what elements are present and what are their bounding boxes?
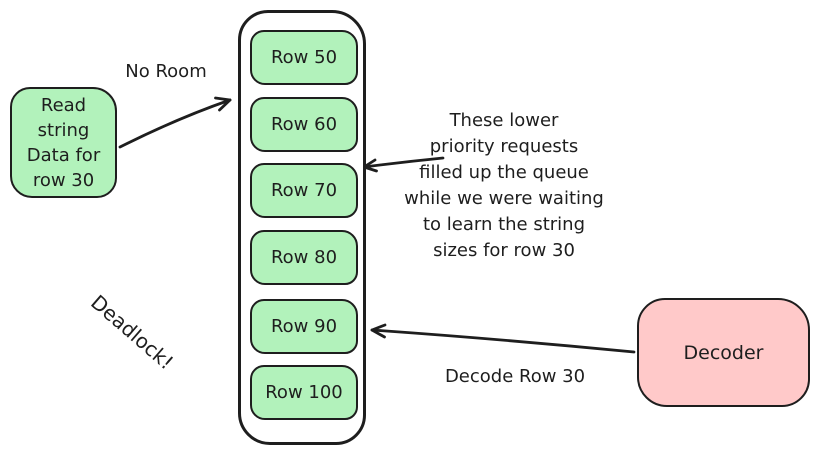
queue-row-60: Row 60 (250, 97, 358, 152)
request-box-line: Read (40, 94, 87, 116)
annotation-line: to learn the string (422, 214, 586, 235)
request-box-line: Data for (26, 144, 101, 166)
queue-row-90: Row 90 (250, 299, 358, 354)
queue-row-50: Row 50 (250, 30, 358, 85)
decode-row-label: Decode Row 30 (444, 366, 586, 387)
request-box-line: string (37, 119, 90, 141)
read-string-request-box: Read string Data for row 30 (10, 87, 117, 198)
annotation-line: sizes for row 30 (433, 240, 575, 261)
annotation-line: These lower (449, 110, 559, 131)
queue-container: Row 50 Row 60 Row 70 Row 80 Row 90 Row 1… (238, 10, 366, 445)
no-room-arrow (118, 96, 232, 149)
decode-arrow (370, 323, 636, 354)
annotation-line: while we were waiting (404, 188, 604, 209)
queue-row-70: Row 70 (250, 163, 358, 218)
queue-annotation-text: These lower priority requests filled up … (388, 108, 620, 264)
queue-row-100: Row 100 (250, 365, 358, 420)
annotation-line: priority requests (429, 136, 579, 157)
queue-row-80: Row 80 (250, 230, 358, 285)
request-box-line: row 30 (32, 169, 95, 191)
deadlock-label: Deadlock! (86, 290, 179, 375)
annotation-line: filled up the queue (419, 162, 589, 183)
no-room-label: No Room (125, 61, 207, 82)
decoder-box: Decoder (637, 298, 810, 407)
